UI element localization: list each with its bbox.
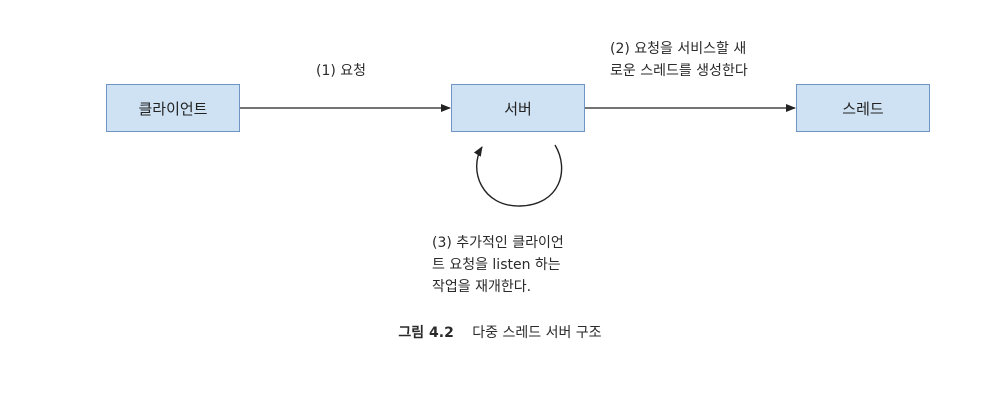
arrow-server-loop [473, 144, 563, 207]
thread-node: 스레드 [796, 84, 930, 132]
thread-node-label: 스레드 [842, 99, 884, 118]
request-edge-label: (1) 요청 [316, 60, 366, 82]
request-edge-text: (1) 요청 [316, 63, 367, 79]
client-node: 클라이언트 [106, 84, 240, 132]
resume-loop-text-line3: 작업을 재개한다. [432, 279, 532, 295]
server-node-label: 서버 [504, 99, 532, 118]
server-node: 서버 [451, 84, 585, 132]
resume-loop-text-line2: 트 요청을 listen 하는 [432, 257, 561, 273]
figure-number: 그림 4.2 [398, 325, 454, 341]
figure-caption: 그림 4.2 다중 스레드 서버 구조 [0, 322, 1000, 342]
spawn-edge-label: (2) 요청을 서비스할 새 로운 스레드를 생성한다 [610, 38, 748, 82]
resume-loop-text-line1: (3) 추가적인 클라이언 [432, 235, 564, 251]
figure-title: 다중 스레드 서버 구조 [472, 325, 602, 341]
spawn-edge-text-line1: (2) 요청을 서비스할 새 [610, 41, 747, 57]
client-node-label: 클라이언트 [138, 99, 208, 118]
resume-loop-label: (3) 추가적인 클라이언 트 요청을 listen 하는 작업을 재개한다. [432, 232, 564, 298]
spawn-edge-text-line2: 로운 스레드를 생성한다 [610, 63, 748, 79]
